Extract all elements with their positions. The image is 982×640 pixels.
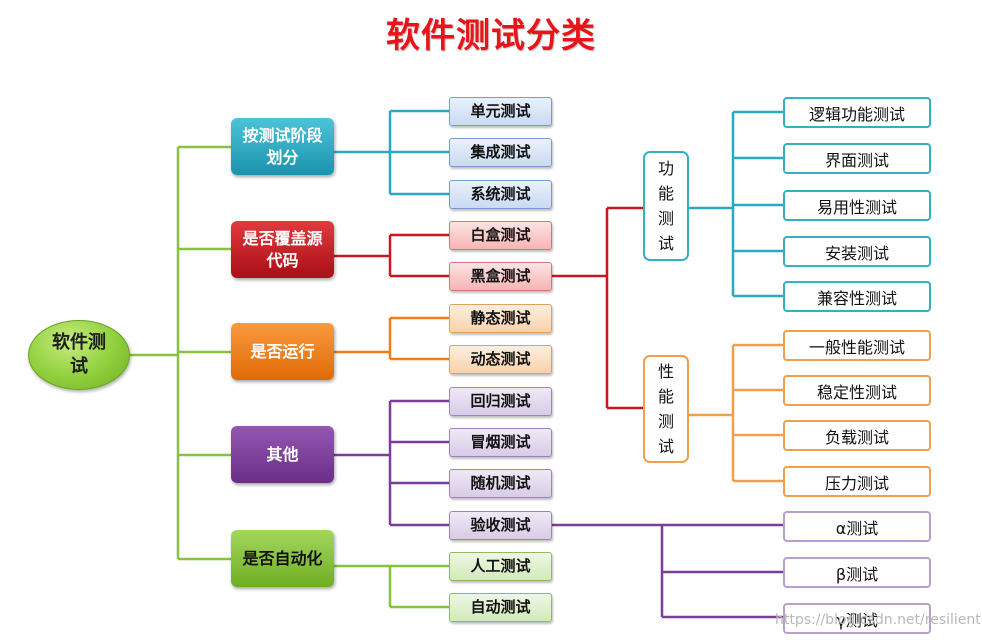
leaf-unit-test: 单元测试: [449, 97, 552, 126]
sub-gamma-test: γ测试: [783, 603, 931, 634]
leaf-system-test: 系统测试: [449, 180, 552, 209]
leaf-random-test: 随机测试: [449, 469, 552, 498]
performance-test-box: 性 能 测 试: [643, 355, 689, 463]
performance-char-3: 测: [657, 412, 674, 431]
performance-char-1: 性: [657, 362, 674, 381]
category-other: 其他: [231, 426, 334, 483]
diagram-title: 软件测试分类: [386, 16, 596, 56]
leaf-smoke-test: 冒烟测试: [449, 428, 552, 457]
sub-ui-test: 界面测试: [783, 143, 931, 174]
category-automation: 是否自动化: [231, 530, 334, 587]
leaf-integration-test: 集成测试: [449, 138, 552, 167]
leaf-blackbox-test: 黑盒测试: [449, 262, 552, 291]
sub-stability-test: 稳定性测试: [783, 375, 931, 406]
functional-char-3: 测: [657, 209, 674, 228]
root-label: 软件测试: [52, 331, 106, 377]
functional-char-2: 能: [657, 184, 674, 203]
leaf-manual-test: 人工测试: [449, 552, 552, 581]
sub-compatibility-test: 兼容性测试: [783, 281, 931, 312]
category-other-label: 其他: [266, 444, 299, 464]
leaf-dynamic-test: 动态测试: [449, 345, 552, 374]
category-run: 是否运行: [231, 323, 334, 380]
category-run-label: 是否运行: [250, 341, 315, 361]
category-coverage-label: 是否覆盖源代码: [242, 228, 323, 270]
sub-stress-test: 压力测试: [783, 466, 931, 497]
sub-logic-function-test: 逻辑功能测试: [783, 97, 931, 128]
functional-char-1: 功: [657, 159, 674, 178]
sub-beta-test: β测试: [783, 557, 931, 588]
performance-char-2: 能: [657, 387, 674, 406]
sub-alpha-test: α测试: [783, 511, 931, 542]
leaf-static-test: 静态测试: [449, 304, 552, 333]
leaf-regression-test: 回归测试: [449, 387, 552, 416]
sub-usability-test: 易用性测试: [783, 190, 931, 221]
functional-test-box: 功 能 测 试: [643, 151, 689, 261]
sub-load-test: 负载测试: [783, 420, 931, 451]
leaf-acceptance-test: 验收测试: [449, 511, 552, 540]
sub-install-test: 安装测试: [783, 236, 931, 267]
category-stage: 按测试阶段划分: [231, 118, 334, 175]
category-coverage: 是否覆盖源代码: [231, 221, 334, 278]
category-stage-label: 按测试阶段划分: [242, 125, 323, 167]
sub-general-performance-test: 一般性能测试: [783, 330, 931, 361]
leaf-automated-test: 自动测试: [449, 593, 552, 622]
watermark: https://blog.csdn.net/resilient: [775, 612, 981, 628]
category-automation-label: 是否自动化: [242, 548, 323, 568]
root-node: 软件测试: [28, 320, 130, 390]
leaf-whitebox-test: 白盒测试: [449, 221, 552, 250]
performance-char-4: 试: [657, 437, 674, 456]
functional-char-4: 试: [657, 234, 674, 253]
